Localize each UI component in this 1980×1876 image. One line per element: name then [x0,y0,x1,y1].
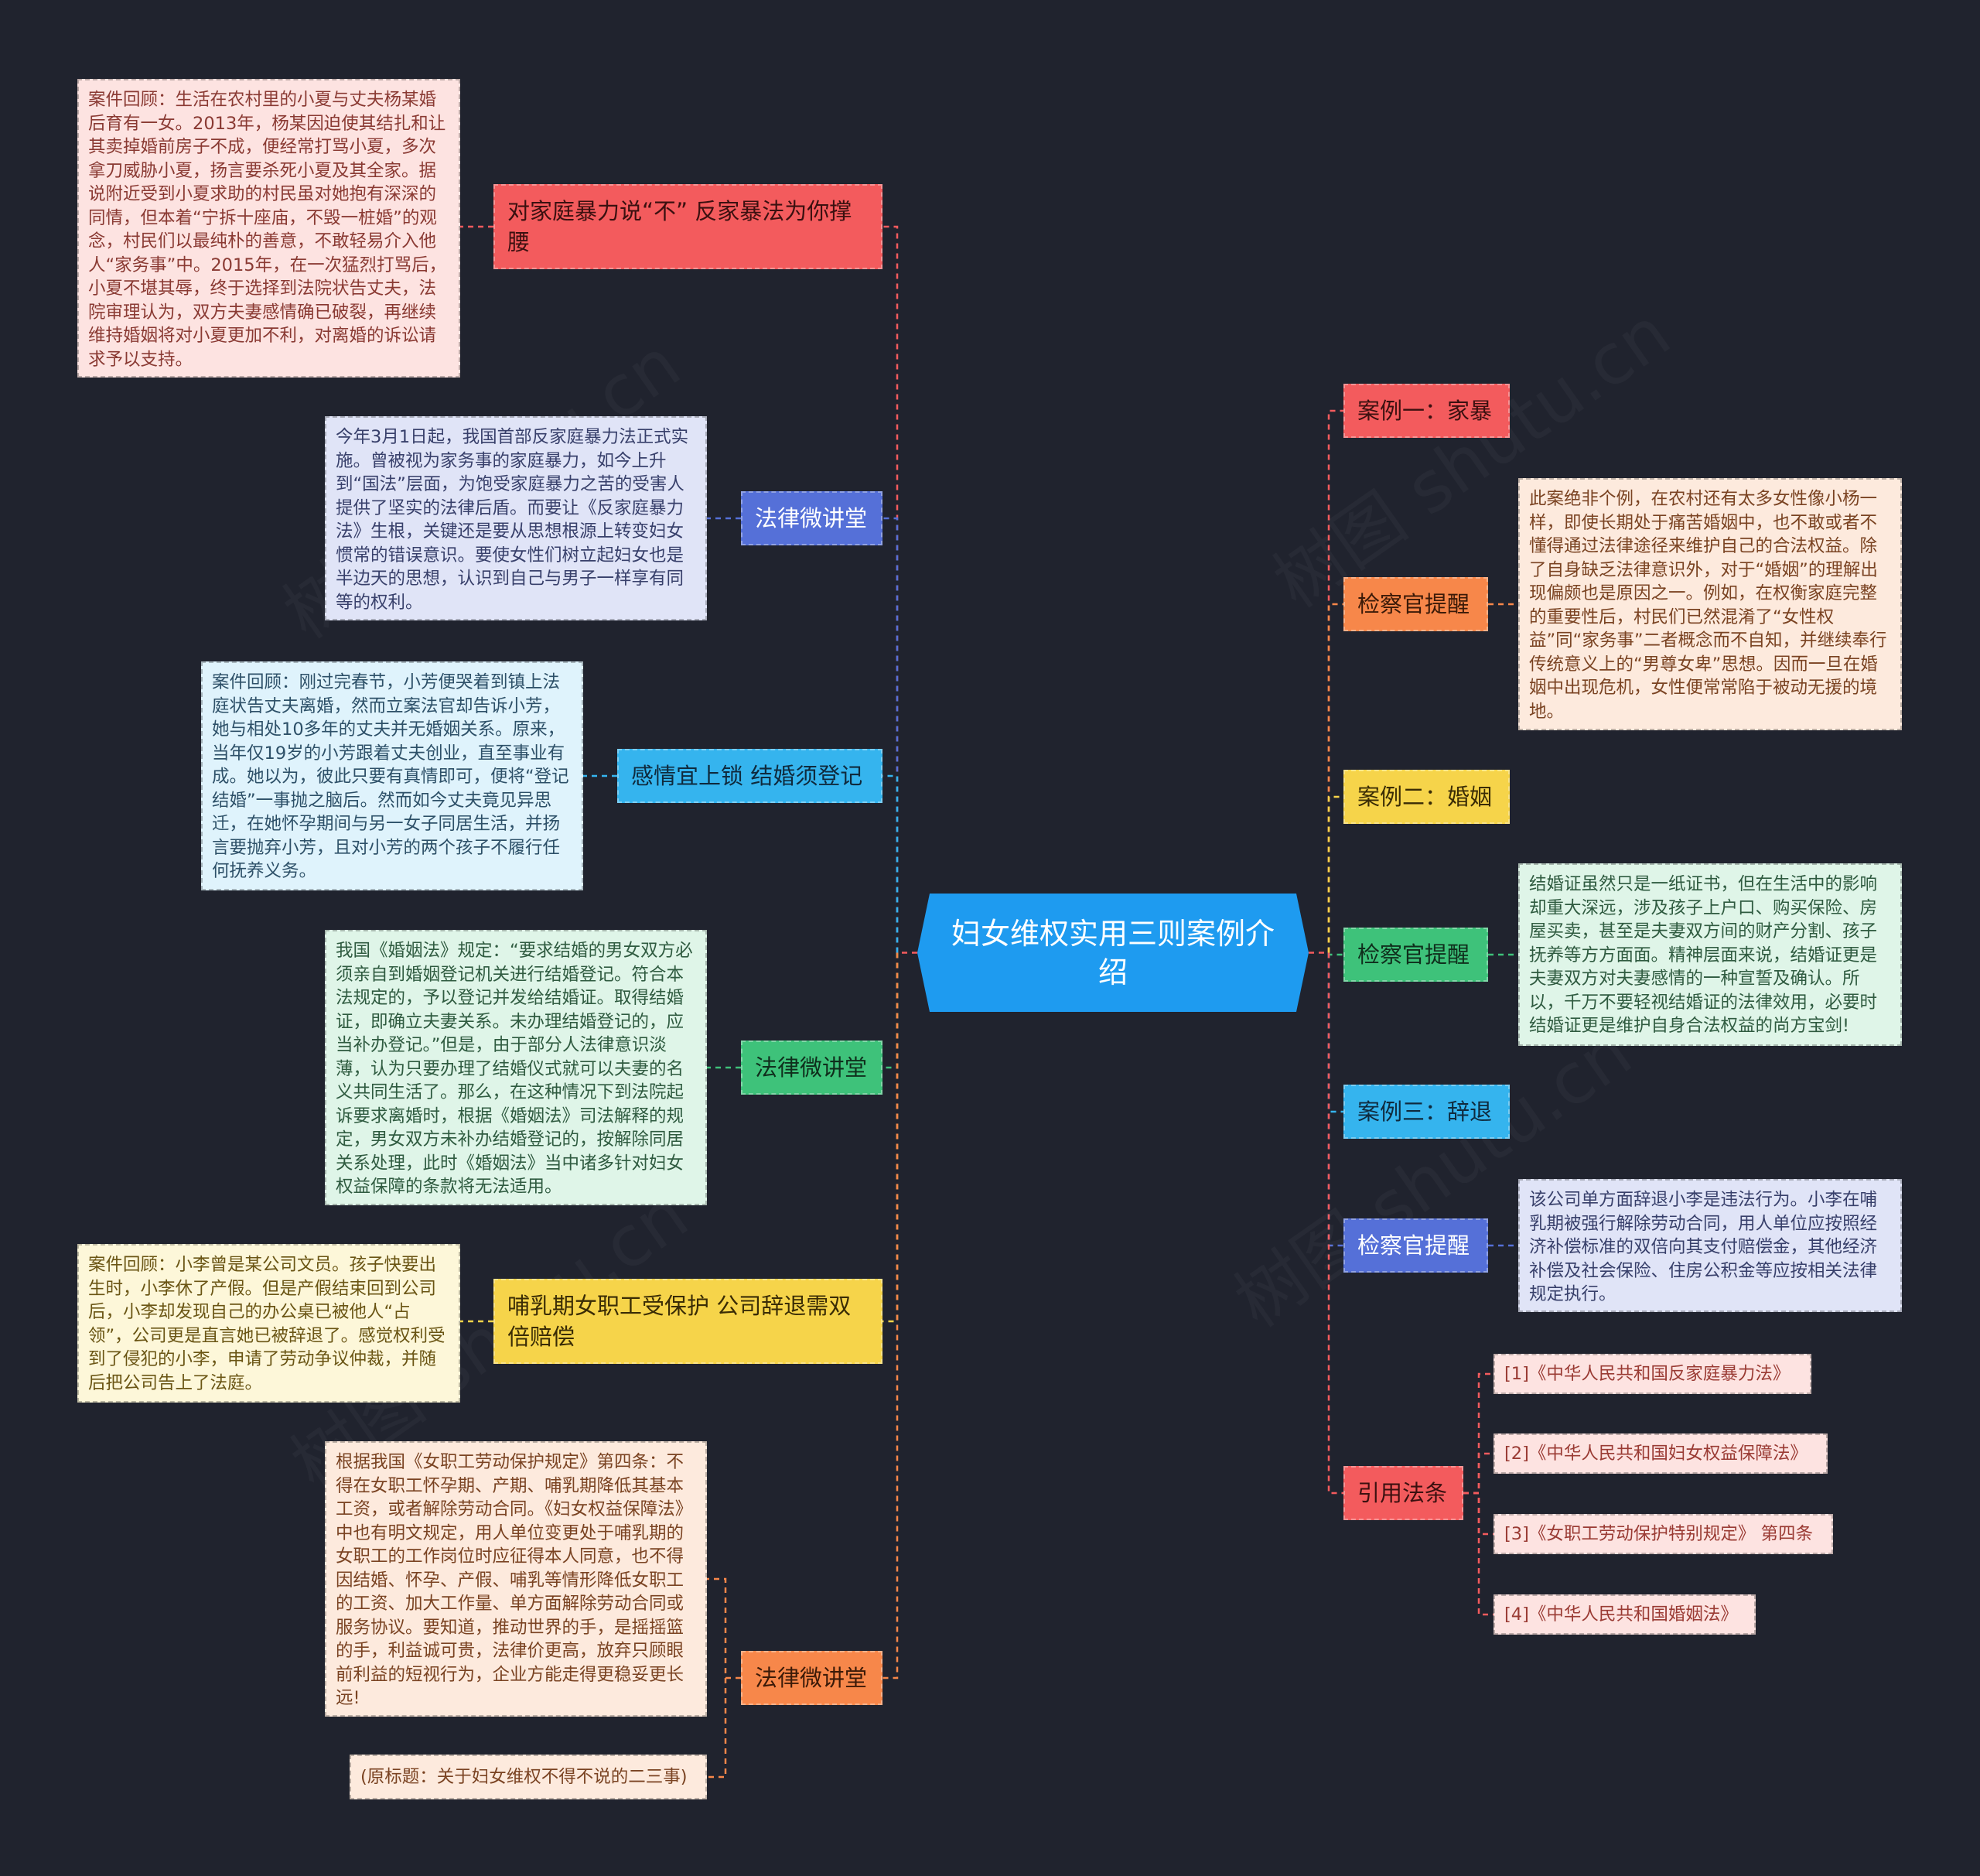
branch-nursing-protection[interactable]: 哺乳期女职工受保护 公司辞退需双倍赔偿 [493,1279,882,1364]
prosecutor-note: 此案绝非个例，在农村还有太多女性像小杨一样，即使长期处于痛苦婚姻中，也不敢或者不… [1518,478,1902,730]
law-lecture-note: 今年3月1日起，我国首部反家庭暴力法正式实施。曾被视为家务事的家庭暴力，如今上升… [325,416,707,620]
connector-line [882,952,899,1069]
branch-law-lecture-3[interactable]: 法律微讲堂 [741,1651,882,1705]
connector-line [1327,952,1343,956]
connector-line [1327,795,1343,953]
law-lecture-note: 我国《婚姻法》规定：“要求结婚的男女双方必须亲自到婚姻登记机关进行结婚登记。符合… [325,930,707,1205]
prosecutor-reminder-1[interactable]: 检察官提醒 [1343,577,1488,631]
branch-law-lecture-1[interactable]: 法律微讲堂 [741,491,882,545]
original-title-note: (原标题：关于妇女维权不得不说的二三事) [350,1755,707,1799]
cited-laws[interactable]: 引用法条 [1343,1466,1463,1520]
law-reference[interactable]: [2]《中华人民共和国妇女权益保障法》 [1494,1433,1828,1474]
case-two-marriage[interactable]: 案例二：婚姻 [1343,770,1510,824]
law-reference[interactable]: [1]《中华人民共和国反家庭暴力法》 [1494,1354,1811,1394]
case-review-note: 案件回顾：生活在农村里的小夏与丈夫杨某婚后育有一女。2013年，杨某因迫使其结扎… [77,79,460,378]
branch-law-lecture-2[interactable]: 法律微讲堂 [741,1041,882,1095]
case-one-domestic-violence[interactable]: 案例一：家暴 [1343,384,1510,438]
case-review-note: 案件回顾：小李曾是某公司文员。孩子快要出生时，小李休了产假。但是产假结束回到公司… [77,1244,460,1403]
law-lecture-note: 根据我国《女职工劳动保护规定》第四条：不得在女职工怀孕期、产期、哺乳期降低其基本… [325,1441,707,1717]
prosecutor-note: 结婚证虽然只是一纸证书，但在生活中的影响却重大深远，涉及孩子上户口、购买保险、房… [1518,863,1902,1046]
connector-line [1327,952,1343,1113]
connector-line [882,225,899,953]
prosecutor-reminder-3[interactable]: 检察官提醒 [1343,1218,1488,1273]
connector-line [1463,1492,1494,1536]
connector-line [882,774,899,953]
connector-line [1463,1492,1494,1616]
law-reference[interactable]: [4]《中华人民共和国婚姻法》 [1494,1594,1756,1635]
connector-line [882,517,899,953]
law-reference[interactable]: [3]《女职工劳动保护特别规定》 第四条 [1494,1514,1833,1554]
connector-line [1463,1452,1494,1495]
connector-line [707,1678,727,1779]
prosecutor-reminder-2[interactable]: 检察官提醒 [1343,928,1488,982]
root-topic[interactable]: 妇女维权实用三则案例介绍 [917,894,1309,1012]
connector-line [1327,603,1343,953]
connector-line [882,952,899,1323]
prosecutor-note: 该公司单方面辞退小李是违法行为。小李在哺乳期被强行解除劳动合同，用人单位应按照经… [1518,1179,1902,1312]
case-review-note: 案件回顾：刚过完春节，小芳便哭着到镇上法庭状告丈夫离婚，然而立案法官却告诉小芳，… [201,661,583,890]
branch-domestic-violence[interactable]: 对家庭暴力说“不” 反家暴法为你撑腰 [493,184,882,269]
connector-line [882,952,899,1680]
branch-marriage-registration[interactable]: 感情宜上锁 结婚须登记 [617,749,882,803]
case-three-dismissal[interactable]: 案例三：辞退 [1343,1085,1510,1139]
connector-line [1463,1372,1494,1495]
connector-line [707,1577,741,1680]
